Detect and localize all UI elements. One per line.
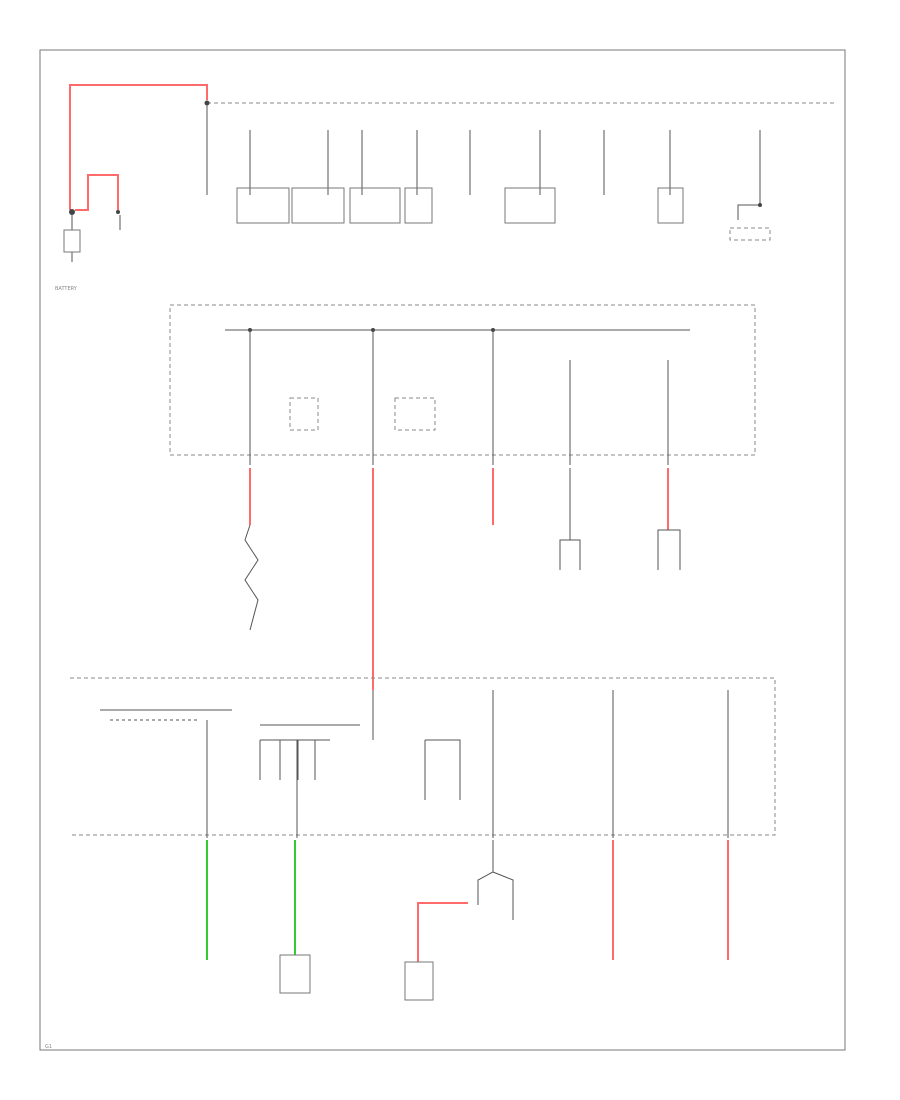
sensor-wire-2 [657, 529, 681, 570]
bottom-module-2 [404, 961, 434, 1001]
lower-fuse-box-border [70, 677, 776, 836]
switch-wire [244, 524, 259, 631]
bottom-module-1 [279, 954, 311, 994]
underhood-fuse-row [206, 105, 771, 241]
relay-1 [236, 187, 290, 224]
battery-positive-wire [69, 84, 208, 210]
red-wire-4 [417, 902, 468, 965]
battery-symbol [63, 229, 81, 253]
right-relay-wire [737, 130, 761, 220]
junction-box-border [169, 304, 756, 456]
ground-reference-label: G1 [45, 1044, 52, 1050]
right-relay-junction [758, 203, 762, 207]
mid-wiring [244, 468, 681, 690]
relay-4 [404, 187, 433, 224]
relay-3 [349, 187, 401, 224]
battery-label: BATTERY [55, 286, 78, 292]
battery-terminal [69, 209, 75, 215]
lower-relay-drops [259, 740, 316, 780]
fuse-box-input [204, 100, 210, 106]
relay-6 [657, 187, 684, 224]
bottom-relay-wires [477, 840, 514, 920]
junction-relay-2 [394, 397, 436, 431]
junction-box [225, 328, 690, 465]
battery-section: BATTERY [55, 84, 208, 292]
bottom-wiring [206, 840, 729, 1001]
battery-feed-wire [75, 174, 119, 211]
junction-relay-1 [289, 397, 319, 431]
right-relay-box [729, 227, 771, 241]
relay-2 [291, 187, 345, 224]
battery-junction [116, 210, 120, 214]
lower-fuse-box [100, 690, 729, 838]
sensor-wire-1 [559, 468, 581, 570]
lower-relay-box [424, 739, 461, 800]
relay-5 [504, 187, 556, 224]
diagram-border [39, 49, 846, 1051]
